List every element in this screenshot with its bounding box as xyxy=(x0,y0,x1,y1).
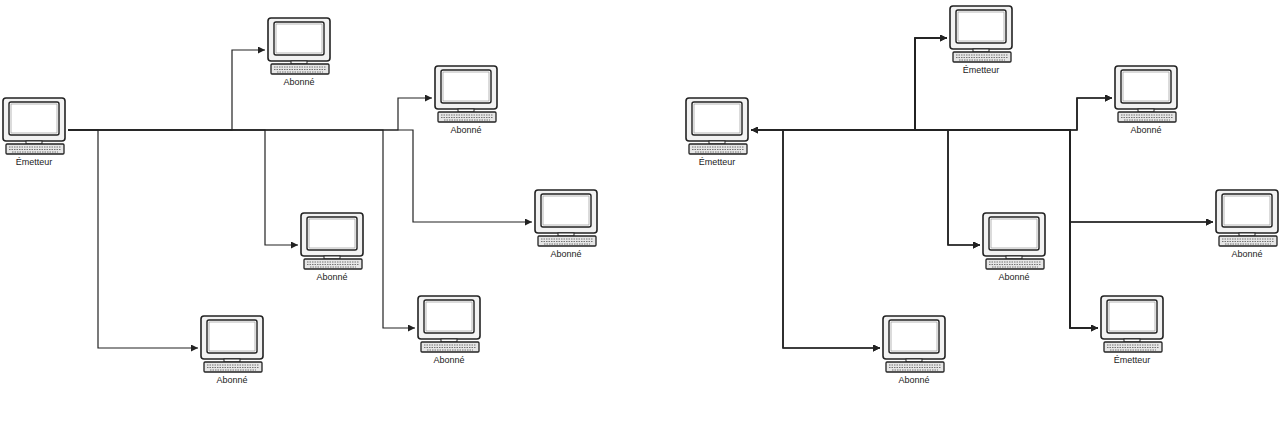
bus-connector xyxy=(783,38,947,348)
computer-node: Abonné xyxy=(432,65,500,136)
bus-connector xyxy=(751,38,947,130)
computer-icon xyxy=(1098,295,1166,353)
station-label: Abonné xyxy=(432,125,500,136)
computer-icon xyxy=(0,97,68,155)
bus-connector xyxy=(751,98,1112,130)
station-label: Émetteur xyxy=(1098,355,1166,366)
station-label: Abonné xyxy=(198,375,266,386)
computer-node: Abonné xyxy=(1213,189,1281,260)
computer-node: Abonné xyxy=(265,17,333,88)
computer-icon xyxy=(298,212,366,270)
station-label: Abonné xyxy=(1112,125,1180,136)
bus-connector xyxy=(68,130,298,245)
station-label: Abonné xyxy=(415,355,483,366)
bus-connector xyxy=(68,98,432,130)
bus-connector xyxy=(68,130,532,222)
computer-node: Abonné xyxy=(532,189,600,260)
computer-node: Émetteur xyxy=(0,97,68,168)
station-label: Abonné xyxy=(298,272,366,283)
computer-node: Émetteur xyxy=(1098,295,1166,366)
computer-node: Émetteur xyxy=(683,97,751,168)
computer-node: Émetteur xyxy=(947,5,1015,76)
computer-node: Abonné xyxy=(198,315,266,386)
computer-node: Abonné xyxy=(415,295,483,366)
bus-connector xyxy=(751,130,1213,222)
bus-connector xyxy=(68,50,265,130)
bus-connector xyxy=(1070,98,1112,328)
bus-connector xyxy=(68,130,198,348)
computer-node: Abonné xyxy=(980,212,1048,283)
bus-connector xyxy=(915,38,1112,130)
computer-icon xyxy=(683,97,751,155)
computer-icon xyxy=(432,65,500,123)
computer-node: Abonné xyxy=(298,212,366,283)
bus-connector xyxy=(751,130,880,348)
station-label: Émetteur xyxy=(947,65,1015,76)
station-label: Abonné xyxy=(265,77,333,88)
bus-connector xyxy=(751,130,1098,328)
computer-icon xyxy=(1112,65,1180,123)
computer-icon xyxy=(415,295,483,353)
bus-connector xyxy=(751,130,980,245)
computer-icon xyxy=(532,189,600,247)
computer-icon xyxy=(880,315,948,373)
station-label: Abonné xyxy=(532,249,600,260)
bus-connector xyxy=(68,130,415,328)
computer-icon xyxy=(1213,189,1281,247)
computer-icon xyxy=(198,315,266,373)
computer-icon xyxy=(265,17,333,75)
computer-node: Abonné xyxy=(880,315,948,386)
station-label: Abonné xyxy=(880,375,948,386)
computer-icon xyxy=(980,212,1048,270)
computer-node: Abonné xyxy=(1112,65,1180,136)
station-label: Émetteur xyxy=(683,157,751,168)
bus-connector xyxy=(948,130,1098,328)
station-label: Abonné xyxy=(1213,249,1281,260)
station-label: Émetteur xyxy=(0,157,68,168)
station-label: Abonné xyxy=(980,272,1048,283)
computer-icon xyxy=(947,5,1015,63)
